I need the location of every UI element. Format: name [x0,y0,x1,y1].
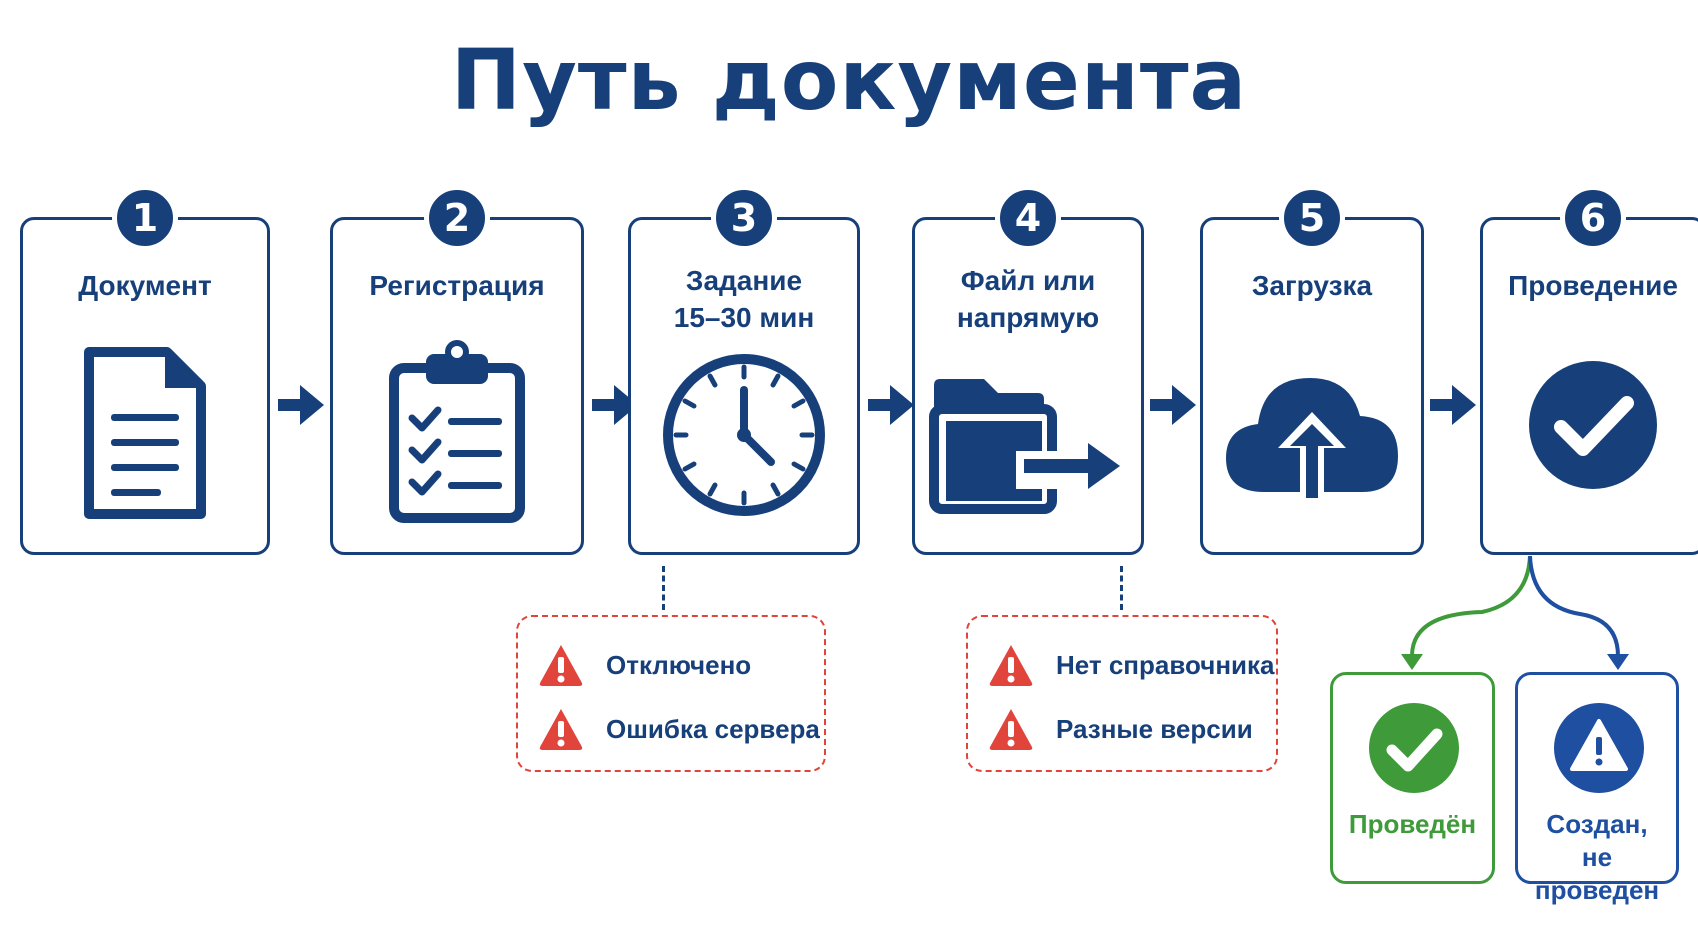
outcome-label: Создан, не проведён [1534,809,1660,905]
error-box-task: Отключено Ошибка сервера [516,615,826,772]
page-title: Путь документа [450,31,1248,129]
outcome-created-not-posted: Создан, не проведён [1515,672,1679,905]
step-number-badge: 3 [711,185,777,251]
step-card-document: 1 Документ [20,185,270,555]
dashed-connector [1120,566,1123,610]
cloud-upload-icon [1203,368,1421,558]
check-circle-icon [1369,703,1459,793]
warning-icon [539,645,583,686]
arrow-right-icon [592,385,638,425]
step-card-registration: 2 Регистрация [330,185,584,555]
error-item: Ошибка сервера [538,703,820,755]
warning-icon [989,645,1033,686]
step-card-posting: 6 Проведение [1480,185,1698,555]
dashed-connector [662,566,665,610]
step-card-file: 4 Файл или напрямую [912,185,1144,555]
step-label: Файл или напрямую [956,265,1100,333]
warning-icon [539,709,583,750]
step-number-badge: 2 [424,185,490,251]
step-number-badge: 1 [112,185,178,251]
step-number-badge: 4 [995,185,1061,251]
step-label: Регистрация [369,270,545,301]
folder-arrow-icon [915,375,1141,565]
arrow-right-icon [1150,385,1196,425]
step-number-badge: 5 [1279,185,1345,251]
outcome-label: Проведён [1348,809,1477,839]
step-number-badge: 6 [1560,185,1626,251]
error-item: Нет справочника [988,639,1275,691]
error-item: Отключено [538,639,751,691]
step-label: Документ [78,270,212,301]
step-card-task: 3 Задание 15–30 мин [628,185,860,555]
outcome-posted: Проведён [1330,672,1495,884]
arrow-right-icon [1430,385,1476,425]
clock-icon [631,350,857,540]
step-label: Проведение [1508,270,1678,301]
step-card-upload: 5 Загрузка [1200,185,1424,558]
warning-icon [989,709,1033,750]
document-icon [23,338,267,528]
step-label: Загрузка [1251,270,1373,301]
error-box-file: Нет справочника Разные версии [966,615,1278,772]
step-label: Задание 15–30 мин [673,265,815,333]
arrow-right-icon [868,385,914,425]
error-item: Разные версии [988,703,1253,755]
clipboard-checklist-icon [333,338,581,528]
arrow-right-icon [278,385,324,425]
check-circle-icon [1483,355,1698,545]
warning-circle-icon [1554,703,1644,793]
branch-arrows [1401,556,1629,670]
